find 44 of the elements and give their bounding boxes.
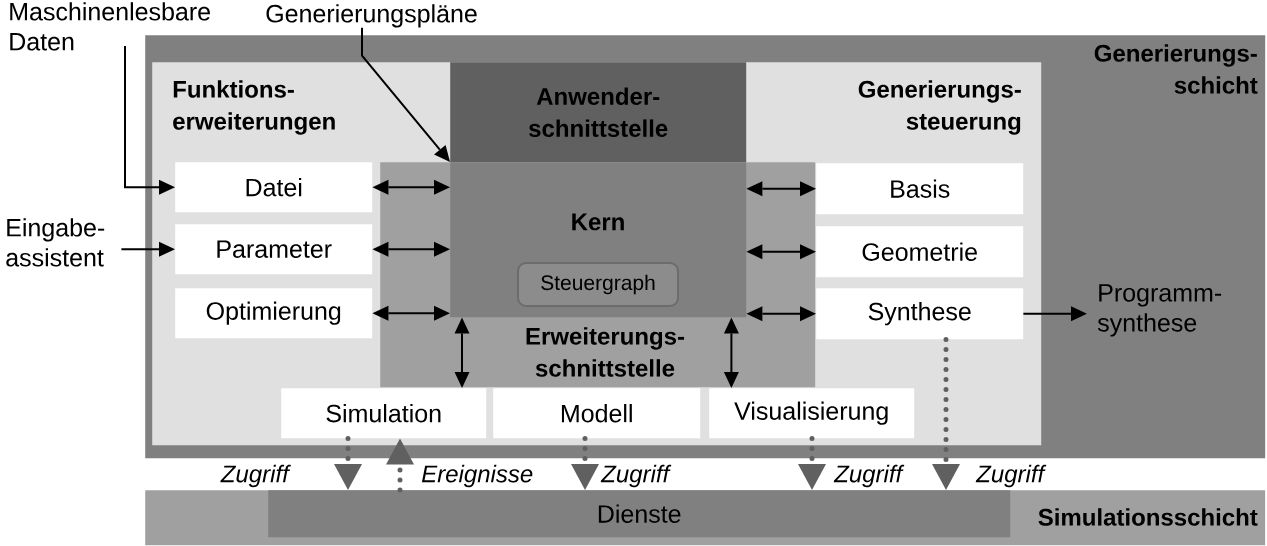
dotted-arrow: [932, 336, 960, 490]
edge-label: Zugriff: [219, 463, 291, 489]
module-box: Modell: [493, 388, 701, 439]
heading: Generierungs- schicht: [1094, 44, 1258, 94]
arrow: [746, 306, 816, 322]
arrow: [454, 317, 470, 388]
label: Generierungspläne: [266, 4, 477, 28]
heading: Simulationsschicht: [1038, 508, 1258, 526]
arrow: [372, 241, 450, 257]
graph-box: Steuergraph: [517, 262, 679, 307]
edge-label: Zugriff: [975, 463, 1047, 489]
arrow: [372, 305, 450, 321]
dotted-arrow: [798, 435, 826, 490]
edge-label: Zugriff: [600, 463, 672, 489]
edge-label: Zugriff: [833, 463, 905, 489]
edge-label: Ereignisse: [420, 463, 535, 489]
module-box: Basis: [816, 163, 1024, 215]
module-box: Geometrie: [816, 226, 1024, 278]
heading: Generierungs- steuerung: [858, 80, 1021, 135]
module-box: Datei: [175, 162, 373, 213]
arrow: [746, 244, 816, 260]
dotted-arrow: [386, 438, 414, 493]
heading: Funktions- erweiterungen: [173, 80, 335, 135]
label: Maschinenlesbare Daten: [10, 2, 210, 51]
label: Eingabe- assistent: [6, 218, 105, 267]
module-box: Simulation: [281, 388, 487, 439]
service-band: Dienste: [268, 490, 1011, 538]
dotted-arrow: [571, 435, 599, 490]
arrow: [746, 181, 816, 197]
leader-line: [361, 26, 450, 162]
module-box: Visualisierung: [709, 388, 915, 439]
interface-box: Anwender- schnittstelle: [450, 62, 747, 163]
arrow: [372, 179, 450, 195]
module-box: Optimierung: [175, 288, 373, 339]
arrow: [723, 317, 739, 388]
arrow: [1022, 306, 1087, 322]
module-box: Synthese: [816, 288, 1024, 340]
heading: Kern: [572, 213, 624, 231]
leader-line: [120, 241, 175, 257]
dotted-arrow: [334, 435, 362, 490]
leader-line: [159, 179, 175, 195]
heading: Erweiterungs- schnittstelle: [526, 327, 685, 377]
module-box: Parameter: [175, 224, 373, 275]
label: Programm- synthese: [1097, 284, 1222, 337]
